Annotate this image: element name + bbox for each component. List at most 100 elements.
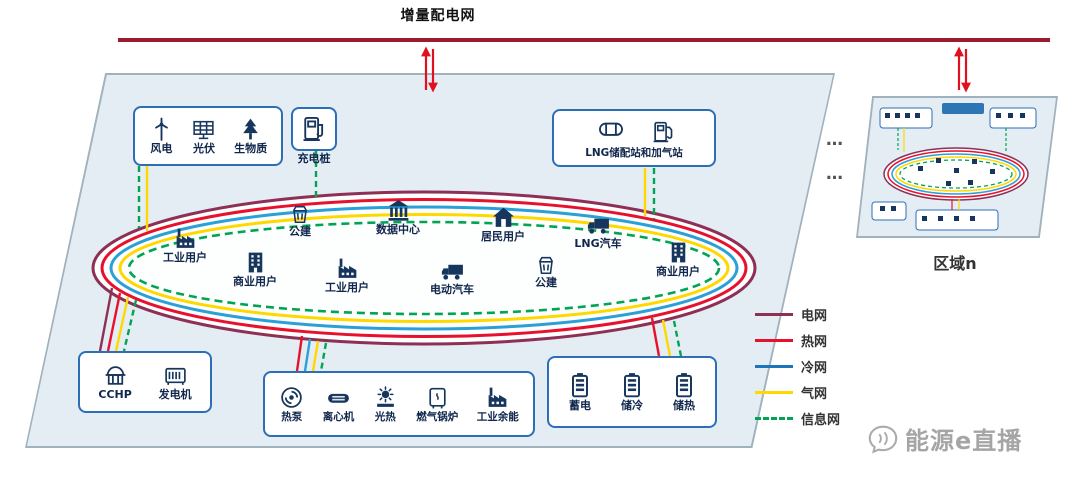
pv-label: 光伏 (192, 141, 215, 155)
lng-station-label: LNG储配站和加气站 (585, 147, 683, 160)
legend-line-info (755, 416, 793, 420)
generator-item: 发电机 (159, 363, 192, 402)
electric-storage-item: 蓄电 (566, 371, 594, 413)
legend-line-cooling (755, 364, 793, 368)
more-regions-ellipsis: … (826, 130, 844, 150)
user-label: 公建 (289, 225, 311, 238)
wind-power-item: 风电 (149, 117, 174, 156)
factory-icon (335, 256, 360, 281)
public-building-icon (535, 254, 557, 276)
broadcast-bubble-icon (868, 425, 898, 453)
lng-truck-icon (586, 212, 611, 237)
legend-label: 信息网 (801, 412, 841, 428)
user-label: 工业用户 (163, 251, 207, 264)
legend-item-heat: 热网 (755, 332, 840, 350)
user-label: 商业用户 (233, 275, 277, 288)
data-center-icon (386, 198, 411, 223)
industrial-waste-heat-item: 工业余能 (477, 385, 519, 423)
renewables-box: 风电 光伏 生物质 (133, 106, 283, 166)
watermark-text: 能源e直播 (905, 427, 1023, 455)
user-label: 居民用户 (481, 230, 525, 243)
user-node: LNG汽车 (565, 212, 631, 251)
wind-turbine-icon (149, 117, 174, 142)
electric-truck-icon (440, 258, 465, 283)
user-node: 居民用户 (470, 205, 536, 244)
region-thumbnail-art (871, 103, 1037, 231)
region-thumbnail (856, 96, 1058, 238)
factory-icon (173, 226, 198, 251)
legend-item-gas: 气网 (755, 384, 840, 402)
flow-arrow-right (954, 46, 971, 93)
gas-boiler-item: 燃气锅炉 (416, 385, 458, 423)
cchp-item: CCHP (98, 363, 132, 402)
legend: 电网 热网 冷网 气网 信息网 (755, 306, 841, 428)
solar-thermal-label: 光热 (374, 410, 396, 423)
user-label: 电动汽车 (430, 283, 474, 296)
cchp-plant-icon (103, 363, 128, 388)
thumbnail-rings (883, 147, 1029, 201)
user-label: LNG汽车 (574, 237, 622, 250)
legend-label: 冷网 (801, 360, 828, 376)
cchp-label: CCHP (98, 387, 132, 401)
battery-icon (566, 371, 594, 399)
house-icon (491, 205, 516, 230)
charging-label: 充电桩 (297, 152, 331, 165)
generator-icon (163, 363, 188, 388)
legend-label: 热网 (801, 334, 828, 350)
biomass-label: 生物质 (234, 141, 268, 155)
industrial-waste-heat-label: 工业余能 (476, 410, 519, 423)
cold-storage-item: 储冷 (618, 371, 646, 413)
user-node: 商业用户 (222, 250, 288, 289)
user-node: 公建 (513, 254, 579, 290)
legend-item-power: 电网 (755, 306, 840, 324)
heat-storage-item: 储热 (670, 371, 698, 413)
gas-boiler-icon (425, 385, 450, 410)
heat-pump-label: 热泵 (281, 410, 303, 423)
user-node: 商业用户 (645, 240, 711, 279)
ev-charger-icon (300, 115, 328, 143)
user-node: 工业用户 (314, 256, 380, 295)
user-label: 公建 (535, 276, 557, 289)
thumbnail-connections (897, 128, 1007, 210)
cchp-box: CCHP 发电机 (78, 351, 212, 413)
legend-item-cooling: 冷网 (755, 358, 840, 376)
electric-storage-label: 蓄电 (569, 399, 591, 413)
biomass-tree-icon (238, 117, 263, 142)
user-node: 数据中心 (365, 198, 431, 237)
wind-power-label: 风电 (150, 141, 173, 155)
office-building-icon (243, 250, 268, 275)
industrial-waste-heat-icon (485, 385, 510, 410)
public-building-icon (289, 203, 311, 225)
generator-label: 发电机 (158, 387, 192, 401)
biomass-item: 生物质 (234, 117, 267, 156)
lng-station-box: LNG储配站和加气站 (552, 109, 716, 167)
solar-thermal-icon (373, 385, 398, 410)
more-regions-ellipsis: … (826, 164, 844, 184)
cold-storage-label: 储冷 (621, 399, 643, 413)
user-node: 工业用户 (152, 226, 218, 265)
chiller-label: 离心机 (322, 410, 355, 423)
chiller-icon (326, 385, 351, 410)
heat-storage-label: 储热 (673, 399, 695, 413)
office-building-icon (666, 240, 691, 265)
pv-item: 光伏 (191, 117, 216, 156)
lng-tank-icon (593, 116, 629, 146)
legend-item-info: 信息网 (755, 410, 841, 428)
solar-thermal-item: 光热 (373, 385, 398, 423)
equipment-box: 热泵 离心机 光热 燃气锅炉 工业余能 (263, 371, 535, 437)
storage-box: 蓄电 储冷 储热 (547, 356, 717, 428)
gas-boiler-label: 燃气锅炉 (416, 410, 459, 423)
legend-line-power (755, 312, 793, 316)
heat-pump-icon (279, 385, 304, 410)
watermark: 能源e直播 (866, 421, 1022, 456)
user-node: 公建 (267, 203, 333, 239)
user-label: 工业用户 (325, 281, 369, 294)
legend-label: 气网 (801, 386, 828, 402)
legend-label: 电网 (801, 308, 828, 324)
solar-panel-icon (191, 117, 216, 142)
user-label: 数据中心 (376, 223, 420, 236)
legend-line-heat (755, 338, 793, 342)
battery-icon (670, 371, 698, 399)
chiller-item: 离心机 (322, 385, 355, 423)
